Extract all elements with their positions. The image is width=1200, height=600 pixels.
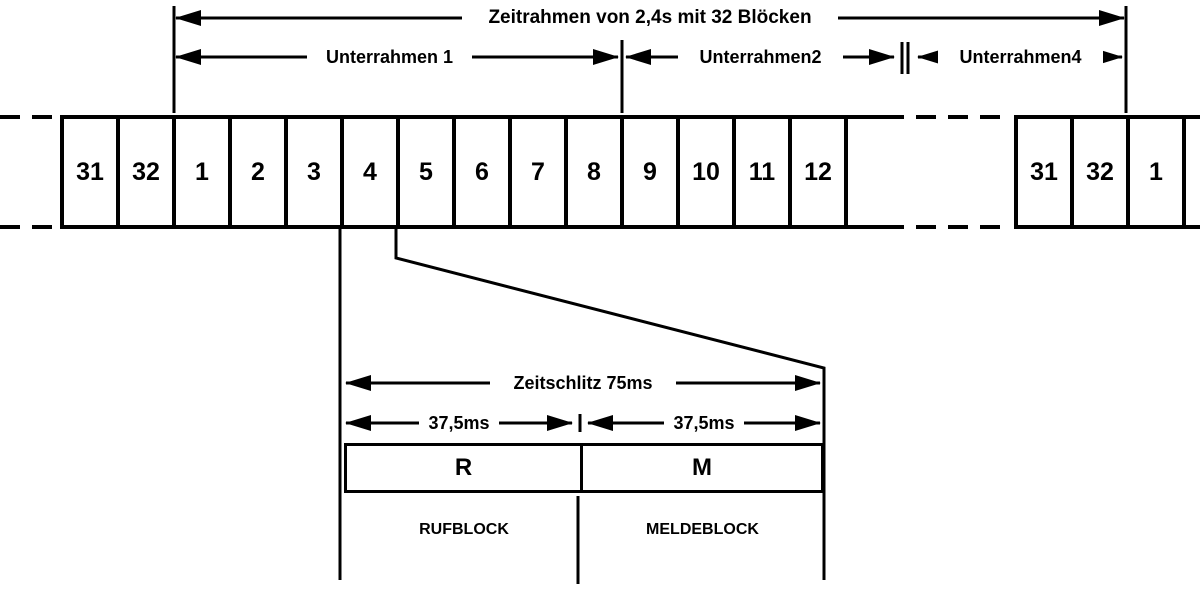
meldeblock-cell: M bbox=[580, 446, 821, 490]
block-row-left: 31 32 1 2 3 4 5 6 7 8 9 10 11 12 bbox=[60, 115, 848, 229]
rufblock-caption: RUFBLOCK bbox=[394, 520, 534, 540]
half-right-label: 37,5ms bbox=[664, 413, 744, 433]
time-block: 2 bbox=[228, 115, 288, 229]
time-block: 32 bbox=[1070, 115, 1130, 229]
time-block: 7 bbox=[508, 115, 568, 229]
time-block: 4 bbox=[340, 115, 400, 229]
time-block: 1 bbox=[1126, 115, 1186, 229]
time-block: 1 bbox=[172, 115, 232, 229]
subframe1-label: Unterrahmen 1 bbox=[307, 47, 472, 67]
time-block: 32 bbox=[116, 115, 176, 229]
rufblock-cell: R bbox=[454, 454, 473, 481]
time-block: 31 bbox=[1014, 115, 1074, 229]
time-block: 8 bbox=[564, 115, 624, 229]
subframe2-label: Unterrahmen2 bbox=[678, 47, 843, 67]
time-block: 5 bbox=[396, 115, 456, 229]
timeslot-label: Zeitschlitz 75ms bbox=[490, 373, 676, 393]
time-block: 9 bbox=[620, 115, 680, 229]
frame-title: Zeitrahmen von 2,4s mit 32 Blöcken bbox=[462, 7, 838, 29]
block-row-right: 31 32 1 bbox=[1014, 115, 1186, 229]
half-left-label: 37,5ms bbox=[419, 413, 499, 433]
time-block: 12 bbox=[788, 115, 848, 229]
zoom-connector-right bbox=[394, 229, 826, 580]
timeslot-detail-box: R M bbox=[344, 443, 824, 493]
time-block: 3 bbox=[284, 115, 344, 229]
time-block: 11 bbox=[732, 115, 792, 229]
time-block: 10 bbox=[676, 115, 736, 229]
subframe4-label: Unterrahmen4 bbox=[938, 47, 1103, 67]
time-block: 31 bbox=[60, 115, 120, 229]
time-block: 6 bbox=[452, 115, 512, 229]
meldeblock-caption: MELDEBLOCK bbox=[620, 520, 785, 540]
